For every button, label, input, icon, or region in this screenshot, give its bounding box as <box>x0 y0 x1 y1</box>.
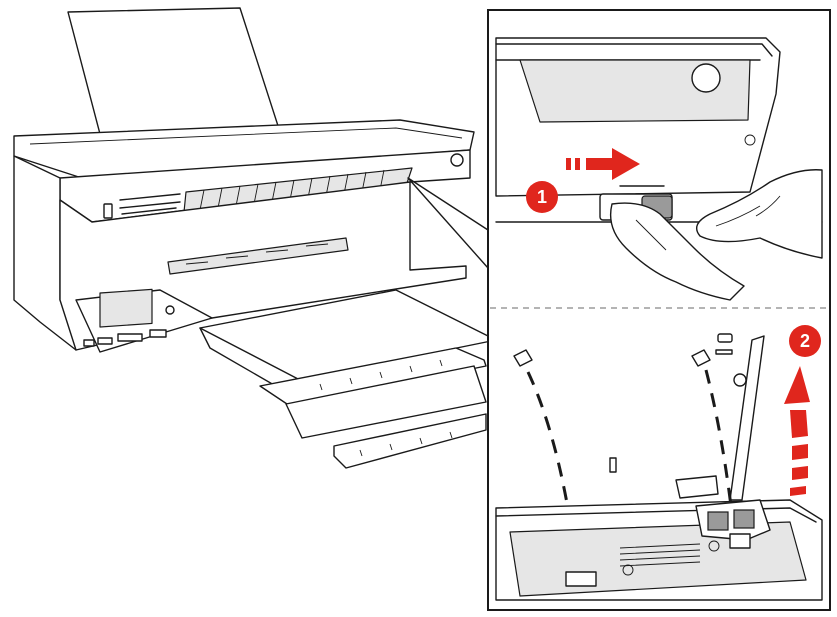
paper-support <box>67 7 281 135</box>
power-button <box>450 153 464 167</box>
guide-dash-right <box>704 369 736 533</box>
step2-number: 2 <box>800 331 810 351</box>
memory-card-slots <box>119 193 181 215</box>
step2-illustration: 2 <box>495 325 823 601</box>
tray-extension-3 <box>333 413 487 469</box>
guide-dash-left <box>526 371 578 561</box>
step2-badge: 2 <box>789 325 821 357</box>
open-lid <box>729 335 765 501</box>
step1-number: 1 <box>537 187 547 207</box>
callout-leader <box>407 177 489 269</box>
step1-illustration: 1 <box>495 37 823 301</box>
cartridge-guide-right <box>691 349 711 367</box>
lid-button <box>691 63 721 93</box>
tray-extension-2 <box>285 365 487 439</box>
cartridge-guide-left <box>513 349 533 367</box>
step1-badge: 1 <box>526 181 558 213</box>
printer-overview <box>13 7 497 469</box>
output-opening <box>167 237 349 275</box>
lift-arrow <box>784 366 810 496</box>
detail-panel: 1 <box>487 9 831 611</box>
usb-port <box>103 203 113 219</box>
slide-arrow <box>586 148 640 180</box>
tray-extension-1 <box>259 347 487 407</box>
lcd-display <box>99 288 153 328</box>
